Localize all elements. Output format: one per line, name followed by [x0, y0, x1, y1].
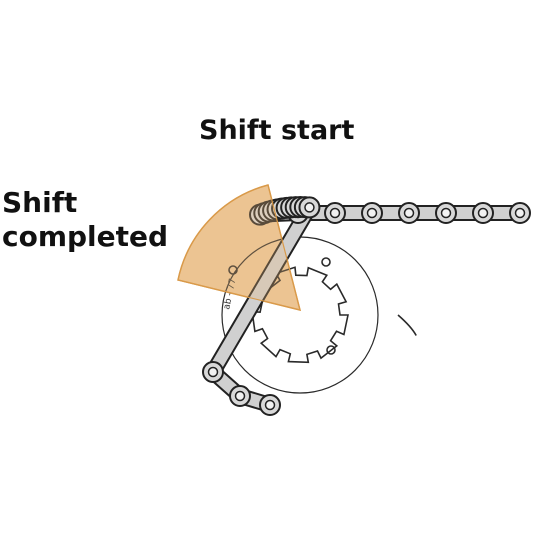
- shift-zone-outline: [177, 184, 301, 311]
- chain-pin: [440, 207, 452, 219]
- chain-pin: [207, 366, 219, 378]
- chain-pin: [403, 207, 415, 219]
- chain-pin: [304, 202, 315, 213]
- chain-pin: [366, 207, 378, 219]
- sprocket-spline: [251, 266, 349, 364]
- chain-pin: [514, 207, 526, 219]
- shift-completed-line1: Shift: [2, 186, 78, 219]
- chain-pin: [477, 207, 489, 219]
- shift-start-label: Shift start: [199, 115, 355, 146]
- chain-pin: [329, 207, 341, 219]
- sprocket-teeth: [397, 314, 417, 336]
- chain-plate: [207, 201, 316, 378]
- shift-completed-line2: completed: [2, 219, 169, 253]
- chain-pin: [234, 390, 246, 402]
- roller-chain: [202, 196, 531, 416]
- chain-pin: [264, 399, 276, 411]
- shift-completed-label: Shift completed: [2, 186, 168, 253]
